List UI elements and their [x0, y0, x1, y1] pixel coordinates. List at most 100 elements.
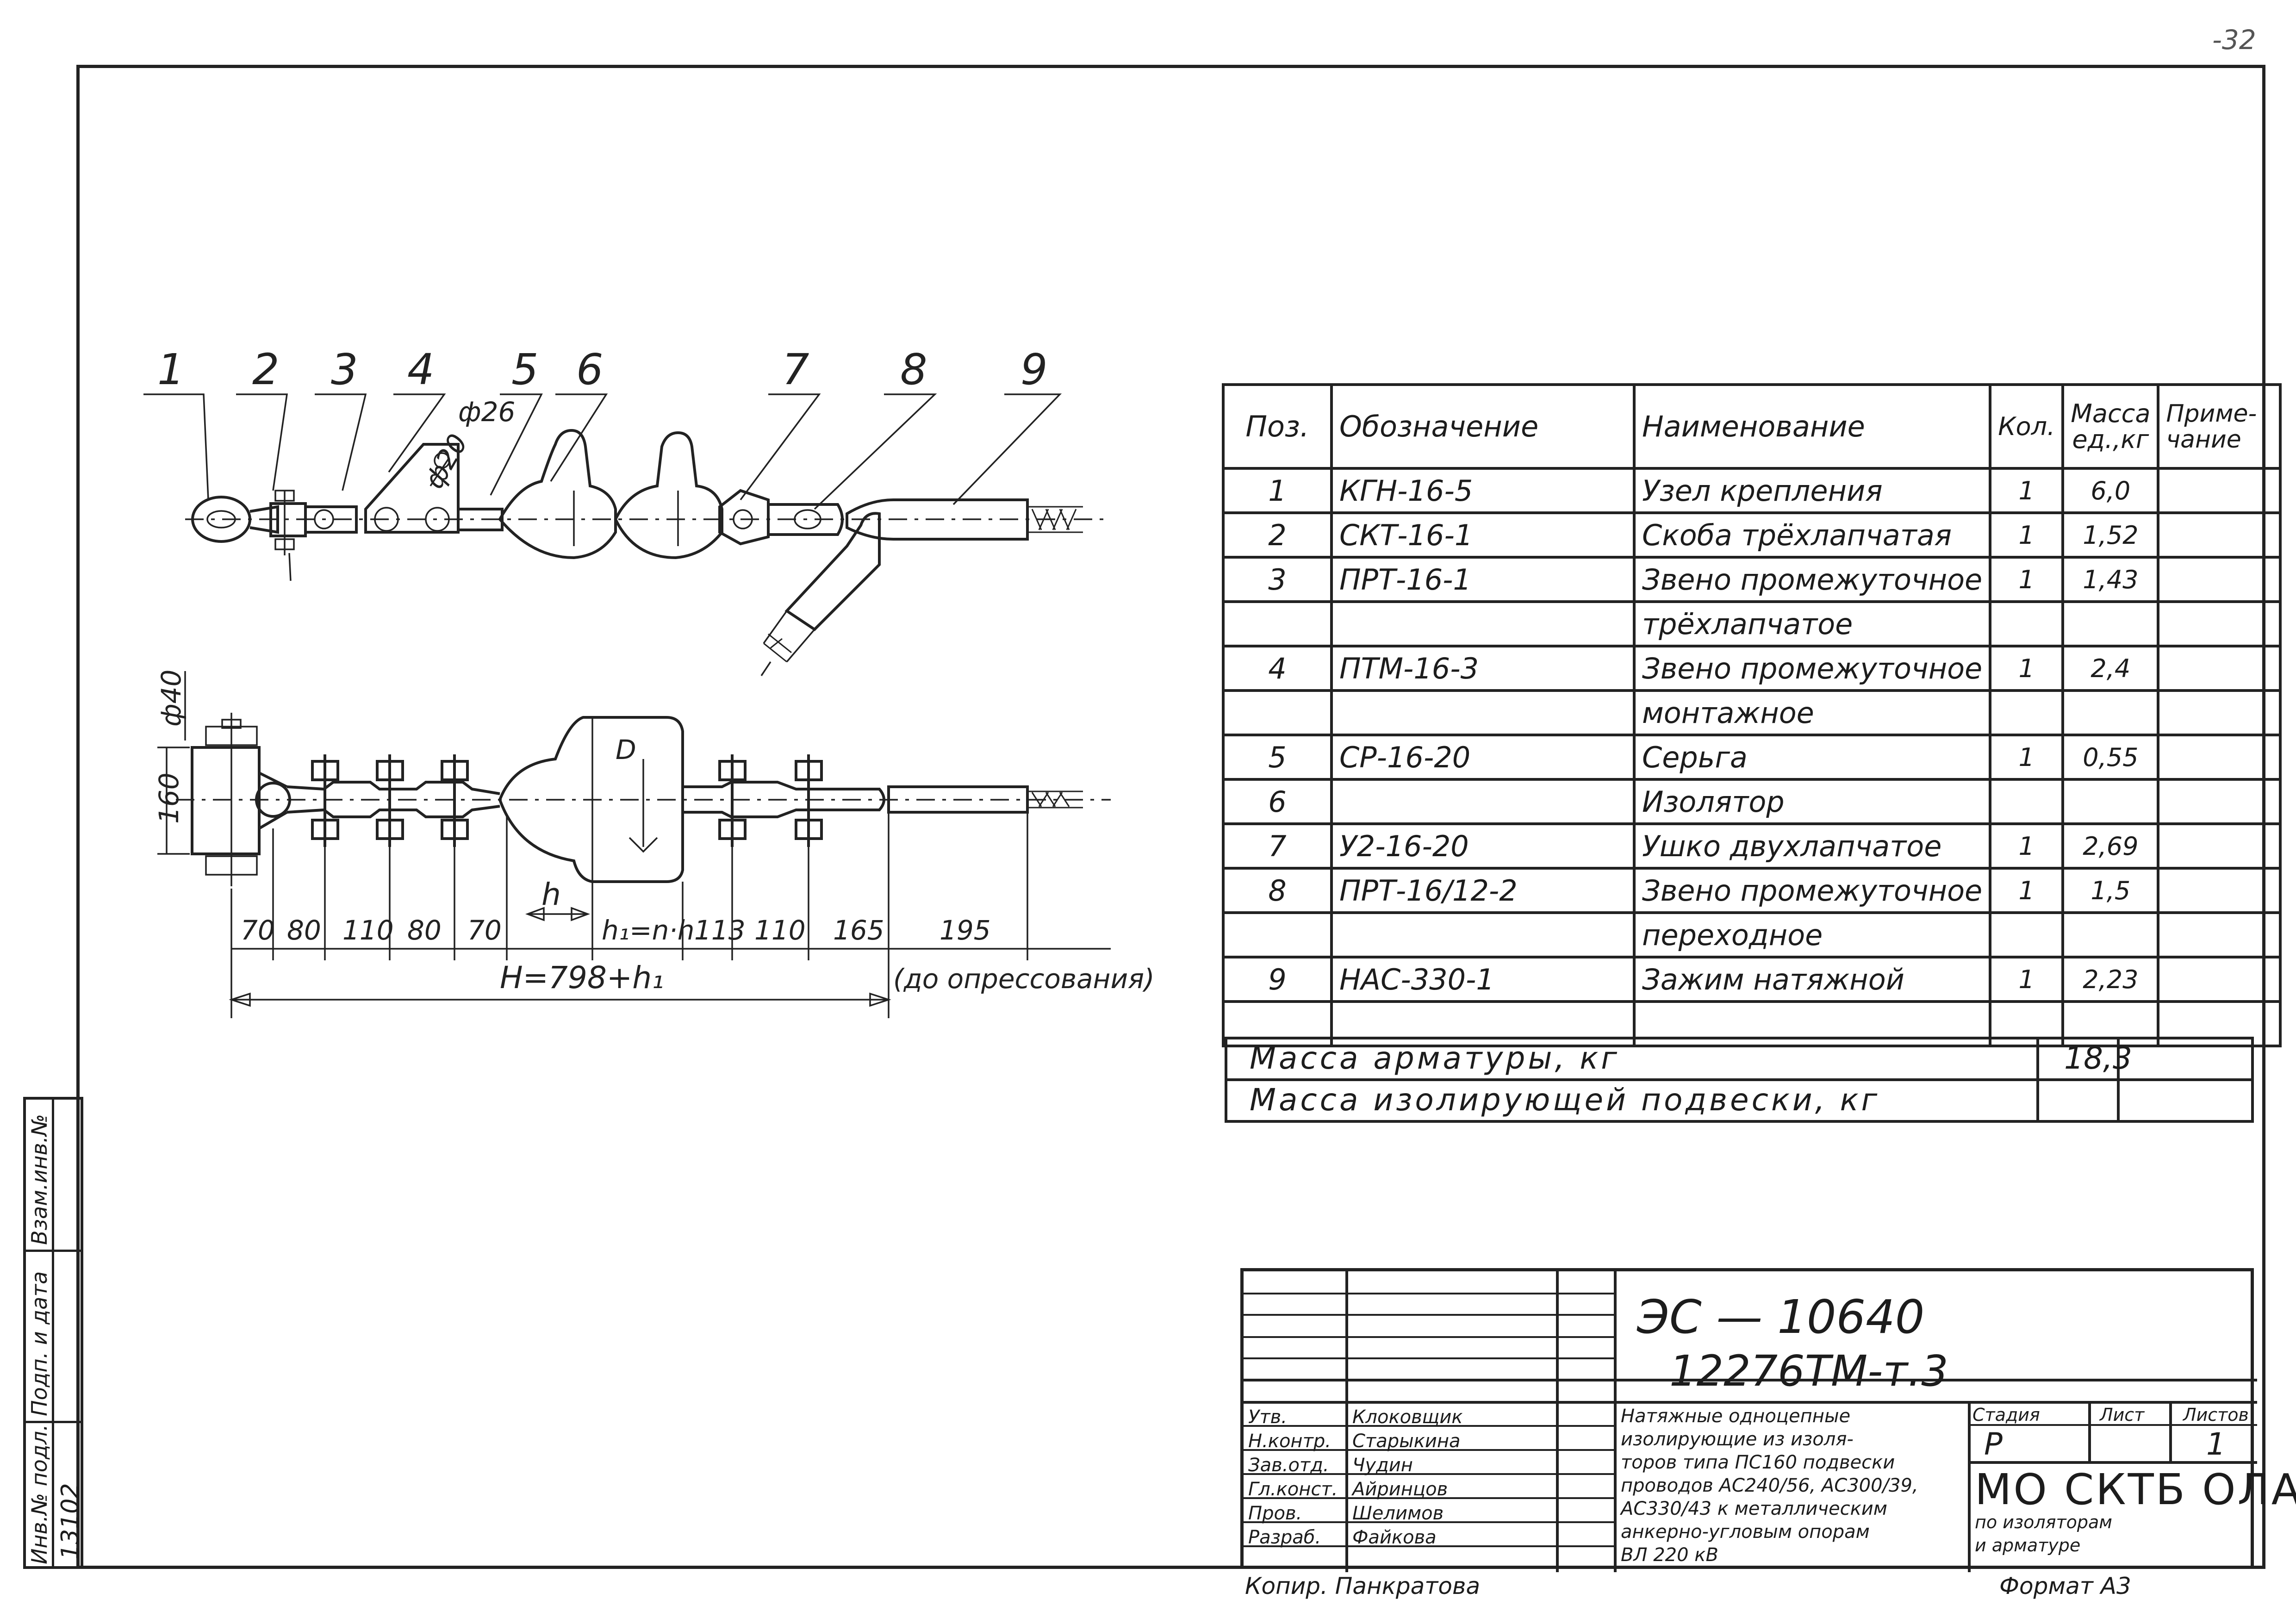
spec-cell-qty: [1989, 778, 2065, 825]
spec-cell-name: монтажное: [1632, 689, 1992, 736]
insulating-mass-row: [1225, 1078, 2254, 1123]
spec-row: трёхлапчатое: [1222, 600, 2282, 647]
spec-cell-name: Зажим натяжной: [1632, 956, 1992, 1003]
spec-cell-designation: СКТ-16-1: [1330, 511, 1636, 559]
spec-cell-mass: 2,23: [2061, 956, 2160, 1003]
side-label-inv: Инв.№ подл.: [27, 1424, 52, 1564]
dim-5: h₁=n·h: [602, 915, 695, 946]
dim-7: 110: [754, 915, 806, 946]
side-stamp: Инв.№ подл. Подп. и дата Взам.инв.№ 1310…: [23, 1097, 84, 1569]
spec-row: [1222, 1000, 2282, 1047]
pos-4-label: 4: [407, 345, 435, 394]
role-title: Гл.конст.: [1248, 1479, 1338, 1500]
pos-8-label: 8: [900, 345, 927, 394]
role-title: Разраб.: [1248, 1527, 1321, 1548]
spec-cell-mass: 6,0: [2061, 467, 2160, 514]
spec-cell-note: [2157, 1000, 2282, 1047]
phi40-label: ф40: [156, 670, 187, 727]
sheets-label: Листов: [2183, 1405, 2249, 1425]
spec-cell-pos: [1222, 1000, 1333, 1047]
org-sub-2: и арматуре: [1975, 1535, 2081, 1556]
spec-cell-designation: ПРТ-16/12-2: [1330, 867, 1636, 914]
role-title: Зав.отд.: [1248, 1455, 1329, 1476]
assembly-drawing: 1 2 3 4 5 6 7 8 9 ф26 ф20 D: [143, 345, 1155, 1018]
insulating-mass-label: Масса изолирующей подвески, кг: [1250, 1082, 1880, 1118]
spec-cell-name: Звено промежуточное: [1632, 867, 1992, 914]
dim-1: 80: [287, 915, 321, 946]
spec-cell-designation: [1330, 778, 1636, 825]
spec-cell-qty: [1989, 1000, 2065, 1047]
dim-9: 195: [940, 915, 991, 946]
page-number: -32: [2212, 24, 2256, 56]
armature-mass-label: Масса арматуры, кг: [1250, 1040, 1620, 1076]
spec-cell-designation: [1330, 600, 1636, 647]
spec-cell-pos: [1222, 689, 1333, 736]
role-name: Файкова: [1352, 1527, 1437, 1548]
stage-value: Р: [1984, 1426, 2003, 1462]
pos-7-label: 7: [782, 345, 809, 394]
hdr-note: Приме-чание: [2157, 383, 2282, 470]
spec-header-row: Поз. Обозначение Наименование Кол. Масса…: [1222, 383, 2282, 470]
spec-cell-qty: 1: [1989, 734, 2065, 781]
description-line: Натяжные одноцепные: [1621, 1406, 1851, 1427]
spec-cell-designation: ПРТ-16-1: [1330, 556, 1636, 603]
spec-cell-note: [2157, 822, 2282, 870]
spec-cell-designation: [1330, 689, 1636, 736]
H-formula: H=798+h₁: [500, 960, 664, 996]
spec-cell-qty: [1989, 911, 2065, 958]
spec-cell-pos: 3: [1222, 556, 1333, 603]
spec-cell-mass: [2061, 778, 2160, 825]
description-line: ВЛ 220 кВ: [1621, 1544, 1718, 1566]
drawing-code: 12276ТМ-т.3: [1669, 1346, 1948, 1396]
dim-0: 70: [241, 915, 275, 946]
spec-row: монтажное: [1222, 689, 2282, 736]
role-title: Пров.: [1248, 1503, 1302, 1524]
role-name: Старыкина: [1352, 1431, 1461, 1452]
role-title: Утв.: [1248, 1406, 1287, 1428]
spec-cell-designation: [1330, 1000, 1636, 1047]
description-line: изолирующие из изоля-: [1621, 1429, 1854, 1450]
spec-cell-pos: 5: [1222, 734, 1333, 781]
spec-cell-qty: 1: [1989, 645, 2065, 692]
org-name: МО СКТБ ОЛА: [1975, 1465, 2296, 1514]
pos-1-label: 1: [157, 345, 185, 394]
phi26-label: ф26: [458, 396, 515, 428]
copied-by: Копир. Панкратова: [1245, 1573, 1481, 1599]
insulator-D-label: D: [616, 734, 636, 765]
hdr-name: Наименование: [1632, 383, 1992, 470]
format-label: Формат А3: [1999, 1573, 2131, 1599]
spec-cell-qty: 1: [1989, 556, 2065, 603]
spec-cell-designation: У2-16-20: [1330, 822, 1636, 870]
spec-cell-name: Изолятор: [1632, 778, 1992, 825]
hdr-qty: Кол.: [1989, 383, 2065, 470]
description-line: торов типа ПС160 подвески: [1621, 1452, 1895, 1473]
spec-cell-designation: СР-16-20: [1330, 734, 1636, 781]
role-name: Шелимов: [1352, 1503, 1444, 1524]
spec-cell-designation: КГН-16-5: [1330, 467, 1636, 514]
side-label-replace: Взам.инв.№: [27, 1114, 52, 1245]
dim-3: 80: [407, 915, 442, 946]
pos-9-label: 9: [1020, 345, 1048, 394]
spec-cell-qty: [1989, 689, 2065, 736]
spec-cell-name: трёхлапчатое: [1632, 600, 1992, 647]
spec-table: Поз. Обозначение Наименование Кол. Масса…: [1222, 383, 2282, 1047]
dim-h-label: h: [541, 877, 561, 912]
spec-cell-qty: 1: [1989, 467, 2065, 514]
spec-cell-note: [2157, 867, 2282, 914]
hdr-pos: Поз.: [1222, 383, 1333, 470]
spec-cell-mass: 1,52: [2061, 511, 2160, 559]
spec-cell-mass: [2061, 911, 2160, 958]
spec-cell-name: Узел крепления: [1632, 467, 1992, 514]
hdr-designation: Обозначение: [1330, 383, 1636, 470]
spec-cell-name: Звено промежуточное: [1632, 645, 1992, 692]
